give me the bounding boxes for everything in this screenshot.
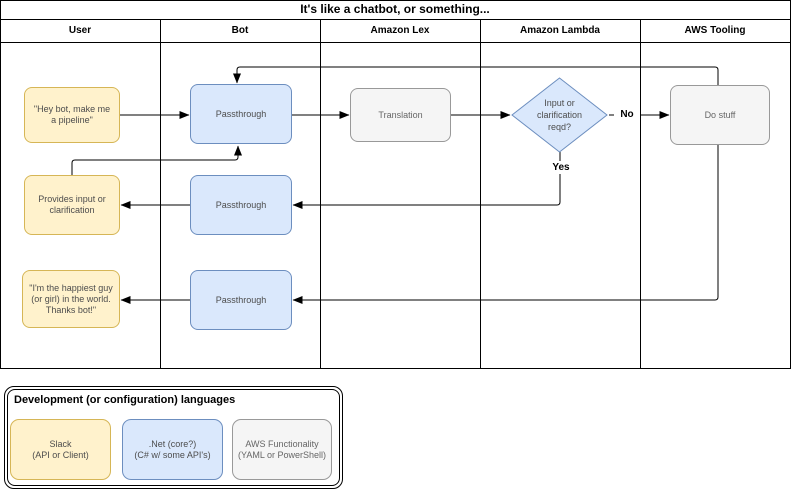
legend-item-slack-line2: (API or Client) [32,449,89,460]
lane-header-bot: Bot [231,25,249,36]
node-aws-do-stuff-label: Do stuff [704,109,736,120]
node-lex-translation-label: Translation [378,109,423,120]
node-lambda-decision-label: Input or clarification reqd? [536,98,583,132]
node-user-request: "Hey bot, make me a pipeline" [24,87,120,143]
node-bot-passthrough-2-label: Passthrough [215,199,267,210]
node-lambda-decision: Input or clarification reqd? [511,77,608,153]
legend-item-dotnet-line2: (C# w/ some API's) [134,449,211,460]
node-bot-passthrough-1-label: Passthrough [215,108,267,119]
node-bot-passthrough-3-label: Passthrough [215,294,267,305]
diagram-title: It's like a chatbot, or something... [300,2,490,16]
node-user-provides: Provides input or clarification [24,175,120,235]
node-aws-do-stuff: Do stuff [670,85,770,145]
node-user-provides-label: Provides input or clarification [38,194,106,215]
edge-label-yes: Yes [545,161,577,174]
node-bot-passthrough-1: Passthrough [190,84,292,144]
lane-header-lambda: Amazon Lambda [519,25,600,36]
node-user-request-label: "Hey bot, make me a pipeline" [33,104,111,125]
node-user-happy: "I'm the happiest guy (or girl) in the w… [22,270,120,328]
node-bot-passthrough-3: Passthrough [190,270,292,330]
legend-item-aws-line2: (YAML or PowerShell) [237,449,327,460]
legend-item-dotnet-line1: .Net (core?) [148,438,197,449]
decision-diamond-shape [511,77,608,153]
lane-header-tooling: AWS Tooling [684,25,746,36]
legend-inner-border [7,389,340,486]
legend-box [4,386,343,489]
node-bot-passthrough-2: Passthrough [190,175,292,235]
lane-header-lex: Amazon Lex [370,25,430,36]
legend-title: Development (or configuration) languages [14,394,236,406]
lane-divider-1 [160,19,161,368]
legend-item-slack-line1: Slack [49,438,72,449]
legend-item-aws: AWS Functionality (YAML or PowerShell) [232,419,332,480]
node-user-happy-label: "I'm the happiest guy (or girl) in the w… [29,282,113,315]
lane-divider-2 [320,19,321,368]
legend-item-slack: Slack (API or Client) [10,419,111,480]
edge-label-no: No [614,108,640,121]
node-lex-translation: Translation [350,88,451,142]
title-divider [0,19,790,20]
lane-divider-3 [480,19,481,368]
legend-item-aws-line1: AWS Functionality [245,438,319,449]
lane-divider-4 [640,19,641,368]
header-divider [0,42,790,43]
legend-item-dotnet: .Net (core?) (C# w/ some API's) [122,419,223,480]
lane-header-user: User [68,25,92,36]
